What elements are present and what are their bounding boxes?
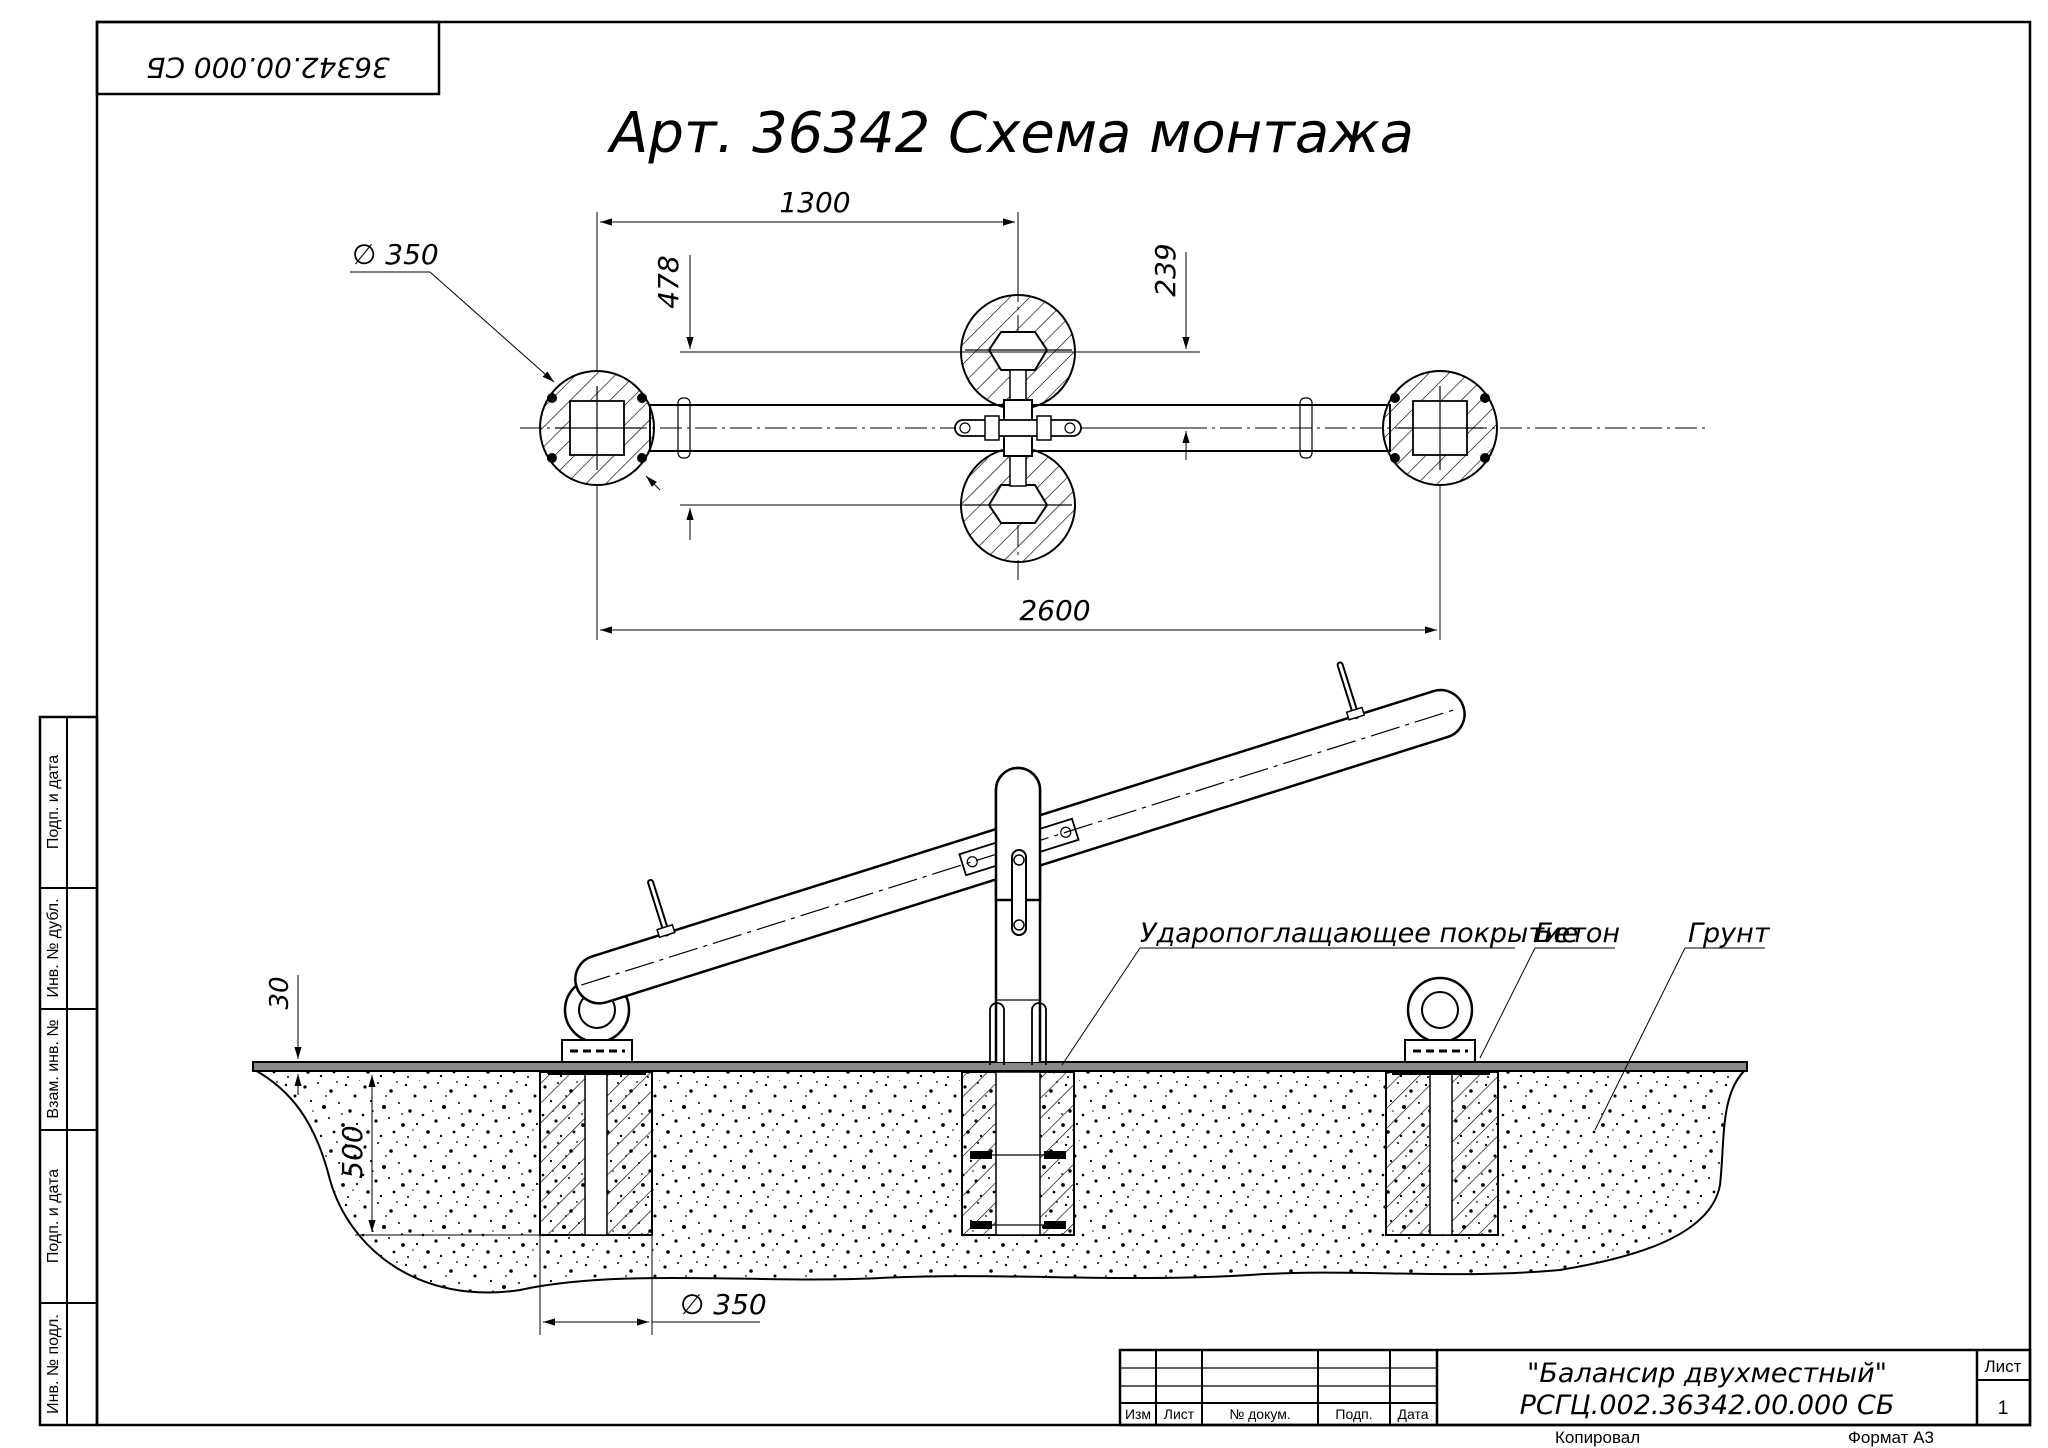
tb-header-izm: Изм <box>1125 1406 1151 1422</box>
title-block <box>1118 1348 2032 1427</box>
callout-impact-cover: Ударопоглащающее покрытие <box>1140 918 1578 949</box>
tb-designation: РСГЦ.002.36342.00.000 СБ <box>1520 1390 1895 1421</box>
dim-label-30: 30 <box>265 976 295 1009</box>
side-stamp-cell-3: Взам. инв. № <box>45 1019 62 1118</box>
tb-sheet-label: Лист <box>1985 1357 2022 1376</box>
impact-cover <box>252 1061 1748 1072</box>
elev-foundation-left <box>539 1071 653 1236</box>
tb-product-name: "Балансир двухместный" <box>1527 1358 1887 1389</box>
dim-label-1300: 1300 <box>779 186 850 219</box>
dim-label-500: 500 <box>336 1125 369 1178</box>
tb-sheet-number: 1 <box>1998 1398 2009 1419</box>
dim-500 <box>355 1075 545 1236</box>
plan-handle-right <box>1299 397 1313 459</box>
elev-foundation-right <box>1385 1071 1499 1236</box>
dim-diameter-top <box>350 271 661 491</box>
rotated-sheet-code: 36342.00.000 СБ <box>146 51 390 84</box>
plan-foundation-left <box>539 370 655 486</box>
side-stamp-cell-2: Инв. № дубл. <box>45 898 62 997</box>
dim-239 <box>1072 252 1200 460</box>
dim-label-diameter-bottom: ∅ 350 <box>680 1288 767 1321</box>
tb-header-sign: Подп. <box>1335 1406 1372 1422</box>
drawing-title: Арт. 36342 Схема монтажа <box>607 101 1414 166</box>
dim-label-239: 239 <box>1149 243 1182 296</box>
callout-leaders <box>1061 947 1765 1131</box>
side-stamp-cell-1: Подп. и дата <box>45 755 62 849</box>
dim-label-2600: 2600 <box>1019 594 1090 627</box>
side-stamp-cell-5: Инв. № подл. <box>45 1314 62 1414</box>
side-stamp-cell-4: Подп. и дата <box>45 1169 62 1263</box>
dim-diameter-bottom <box>539 1235 760 1335</box>
side-stamp <box>38 715 99 1427</box>
dim-label-478: 478 <box>652 255 685 308</box>
tb-header-list: Лист <box>1164 1406 1195 1422</box>
plan-pivot <box>954 399 1082 457</box>
plan-view <box>350 212 1710 640</box>
tb-header-doc: № докум. <box>1229 1406 1291 1422</box>
dim-2600 <box>596 485 1441 640</box>
plan-foundation-right <box>1382 370 1498 486</box>
callout-ground: Грунт <box>1688 918 1771 949</box>
callout-concrete: Бетон <box>1535 918 1620 949</box>
tb-header-date: Дата <box>1397 1406 1428 1422</box>
tb-copied: Копировал <box>1555 1428 1640 1447</box>
rotated-code-box <box>95 20 441 96</box>
dim-label-diameter-top: ∅ 350 <box>352 238 439 271</box>
dim-30 <box>253 975 302 1095</box>
elev-foundation-center <box>961 1071 1075 1236</box>
plan-handle-left <box>677 397 691 459</box>
dim-1300 <box>596 212 1019 370</box>
elevation-view <box>251 661 1765 1335</box>
dim-478 <box>680 255 1072 540</box>
tb-format: Формат А3 <box>1848 1428 1934 1447</box>
elev-bumper-right <box>1392 976 1490 1075</box>
